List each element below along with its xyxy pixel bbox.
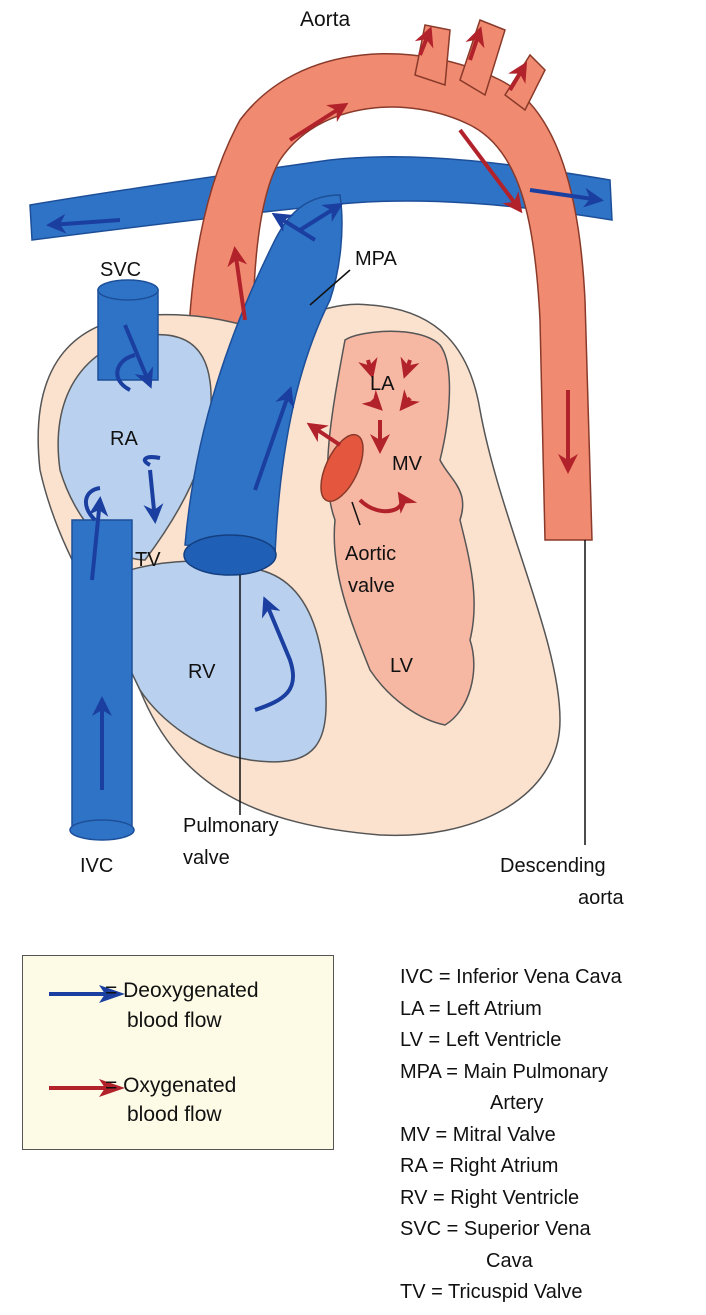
aorta-arch	[186, 53, 593, 541]
label-ra: RA	[110, 428, 138, 450]
ivc-opening	[69, 819, 135, 841]
legend-oxygenated-line2: blood flow	[127, 1103, 222, 1126]
abbreviation-item: IVC = Inferior Vena Cava	[400, 966, 622, 988]
abbreviation-item: RA = Right Atrium	[400, 1155, 559, 1177]
abbreviation-item: Cava	[486, 1249, 533, 1272]
abbreviation-list: IVC = Inferior Vena Cava LA = Left Atriu…	[400, 962, 622, 1309]
label-descending-aorta-2: aorta	[578, 887, 624, 909]
abbreviation-item: RV = Right Ventricle	[400, 1186, 580, 1209]
legend-box: = Deoxygenated blood flow = Oxygenated b…	[22, 955, 334, 1150]
legend-deoxygenated-line1: = Deoxygenated	[105, 979, 259, 1002]
svc-opening	[97, 279, 159, 301]
legend-oxygenated-line1: = Oxygenated	[105, 1074, 237, 1097]
label-svc: SVC	[100, 259, 141, 281]
label-tv: TV	[135, 549, 161, 571]
deoxygenated-flow-arrows	[46, 187, 604, 790]
pulmonary-valve	[183, 534, 277, 576]
legend-deoxygenated-line2: blood flow	[127, 1009, 222, 1032]
main-pulmonary-artery	[184, 194, 343, 556]
abbreviation-item: Artery	[490, 1092, 544, 1114]
label-pulmonary-valve-1: Pulmonary	[183, 815, 279, 837]
aortic-valve	[320, 433, 364, 503]
label-la: LA	[370, 373, 395, 395]
abbreviation-item: MPA = Main Pulmonary	[400, 1060, 609, 1083]
label-aorta: Aorta	[300, 8, 351, 31]
deoxygenated-legend-arrow	[49, 985, 125, 1003]
label-lv: LV	[390, 655, 414, 677]
abbreviation-item: LV = Left Ventricle	[400, 1029, 562, 1051]
oxygenated-legend-arrow	[49, 1079, 125, 1097]
label-descending-aorta-1: Descending	[500, 855, 606, 877]
label-ivc: IVC	[80, 855, 113, 877]
label-mpa: MPA	[355, 248, 398, 270]
abbreviation-item: LA = Left Atrium	[400, 997, 542, 1020]
abbreviation-item: MV = Mitral Valve	[400, 1123, 556, 1146]
label-pulmonary-valve-2: valve	[183, 847, 230, 869]
leader-lines	[239, 269, 586, 845]
oxygenated-flow-arrows	[227, 26, 578, 514]
label-mv: MV	[392, 453, 423, 475]
abbreviation-item: SVC = Superior Vena	[400, 1218, 591, 1240]
label-aortic-valve-2: valve	[348, 575, 395, 597]
label-rv: RV	[188, 661, 216, 683]
left-heart	[326, 330, 475, 726]
abbreviation-item: TV = Tricuspid Valve	[400, 1281, 583, 1303]
label-aortic-valve-1: Aortic	[345, 543, 396, 565]
